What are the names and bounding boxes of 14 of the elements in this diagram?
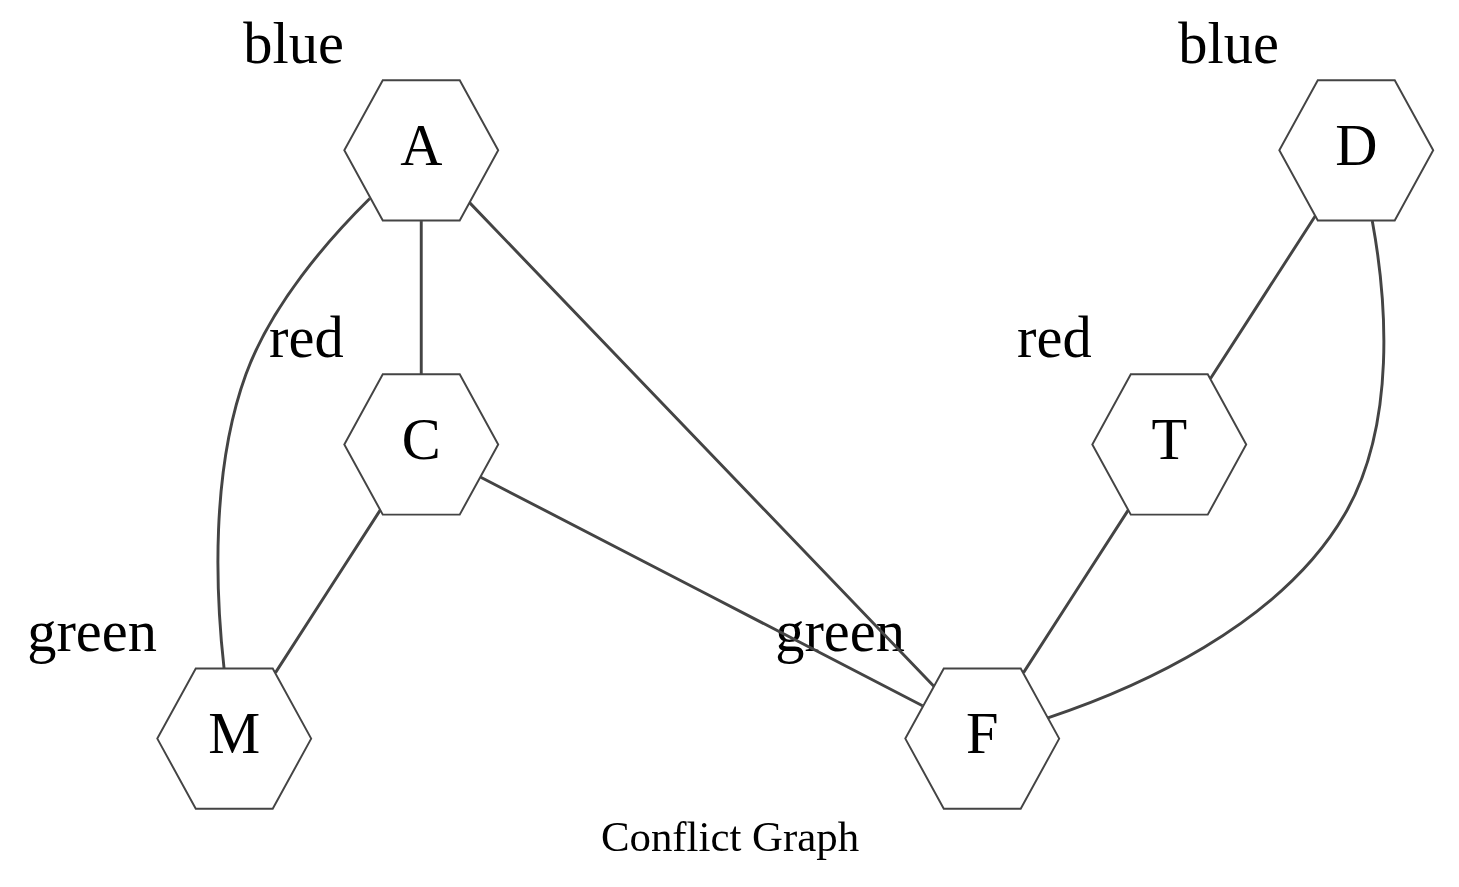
connector — [1021, 509, 1129, 674]
connector — [1046, 220, 1385, 720]
node-label: blue — [242, 10, 344, 76]
connector — [468, 201, 935, 688]
connector — [479, 475, 923, 708]
node-label: red — [268, 304, 344, 370]
node-label: green — [26, 598, 157, 664]
connector — [419, 221, 423, 375]
node-label: blue — [1177, 10, 1279, 76]
connector — [273, 509, 381, 674]
connector — [216, 197, 371, 669]
caption: Conflict Graph — [600, 812, 859, 860]
node-label: red — [1016, 304, 1092, 370]
connector — [1208, 215, 1316, 380]
